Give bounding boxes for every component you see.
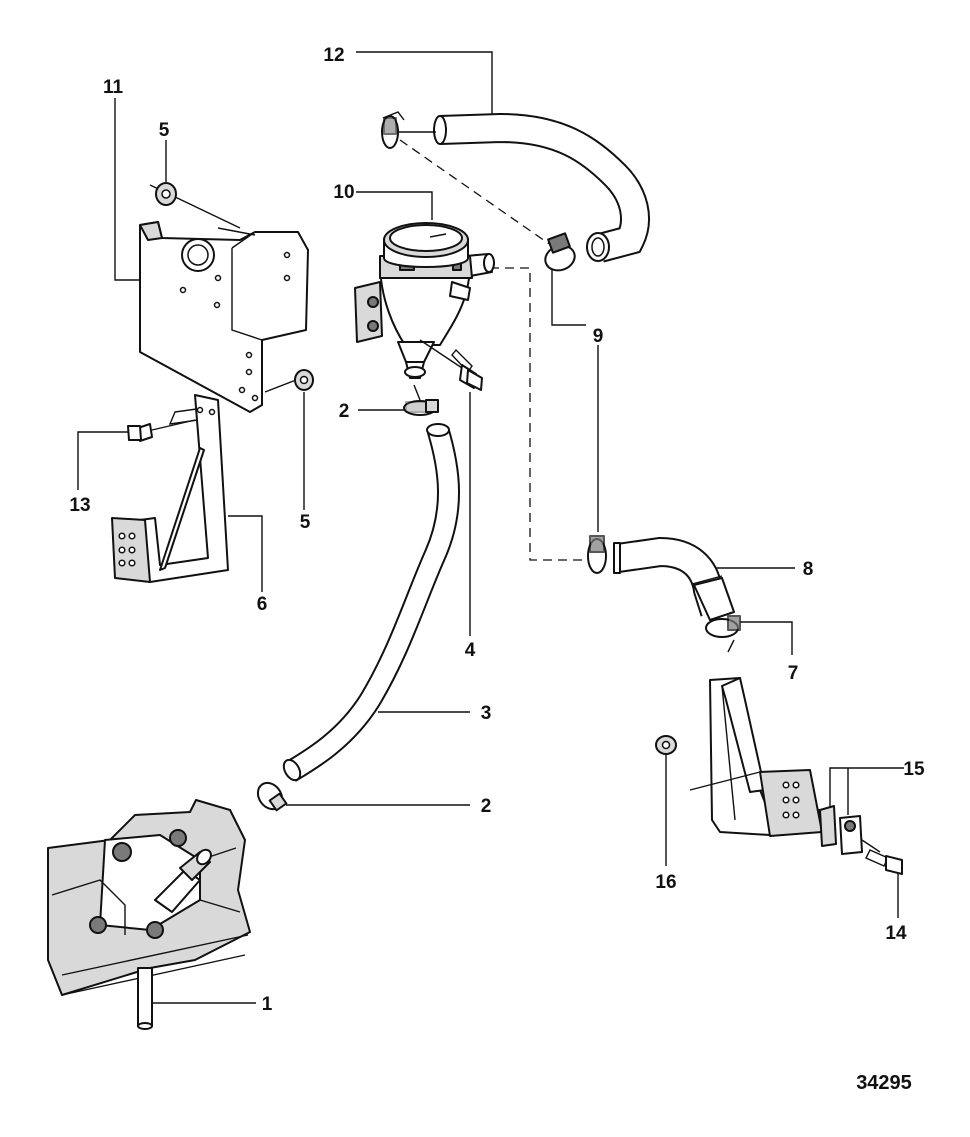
callout-1: 1: [262, 994, 273, 1015]
clamp-7: [705, 615, 741, 653]
callout-5-upper: 5: [159, 120, 170, 141]
callout-12: 12: [323, 45, 344, 66]
callout-10: 10: [333, 182, 354, 203]
hose-8: [613, 536, 735, 621]
callout-11: 11: [103, 77, 124, 98]
nut-upper: [149, 182, 241, 229]
oil-separator: [354, 222, 495, 379]
callout-3: 3: [481, 703, 492, 724]
clamp-lower: [256, 781, 288, 812]
bolt-4: [419, 339, 483, 391]
callout-8: 8: [803, 559, 814, 580]
callout-4: 4: [465, 640, 476, 661]
callout-16: 16: [655, 872, 676, 893]
clamp-12-left: [381, 111, 436, 149]
callout-14: 14: [885, 923, 907, 944]
bolt-14: [865, 849, 903, 875]
mounting-bracket: [139, 221, 309, 413]
clamp-9-upper: [544, 232, 576, 272]
nut-16: [655, 735, 677, 755]
clamp-upper: [403, 384, 439, 416]
clamp-9-lower: [587, 535, 607, 574]
nut-lower: [264, 369, 314, 393]
callout-2-lower: 2: [481, 796, 492, 817]
callout-15: 15: [903, 759, 925, 780]
callout-labels: 12 11 5 10 9 2 13 5 8 6 4 7 3 15 2 16 14…: [69, 45, 925, 1094]
hose-12: [433, 112, 650, 263]
callout-9: 9: [593, 326, 604, 347]
callout-5-lower: 5: [300, 512, 311, 533]
figure-id: 34295: [856, 1072, 912, 1094]
support-bracket: [111, 394, 229, 583]
callout-6: 6: [257, 594, 268, 615]
hose-3: [282, 423, 460, 782]
engine-block: [47, 799, 251, 1030]
callout-7: 7: [788, 663, 799, 684]
callout-13: 13: [69, 495, 90, 516]
callout-2-upper: 2: [339, 401, 350, 422]
right-bracket: [689, 677, 881, 855]
